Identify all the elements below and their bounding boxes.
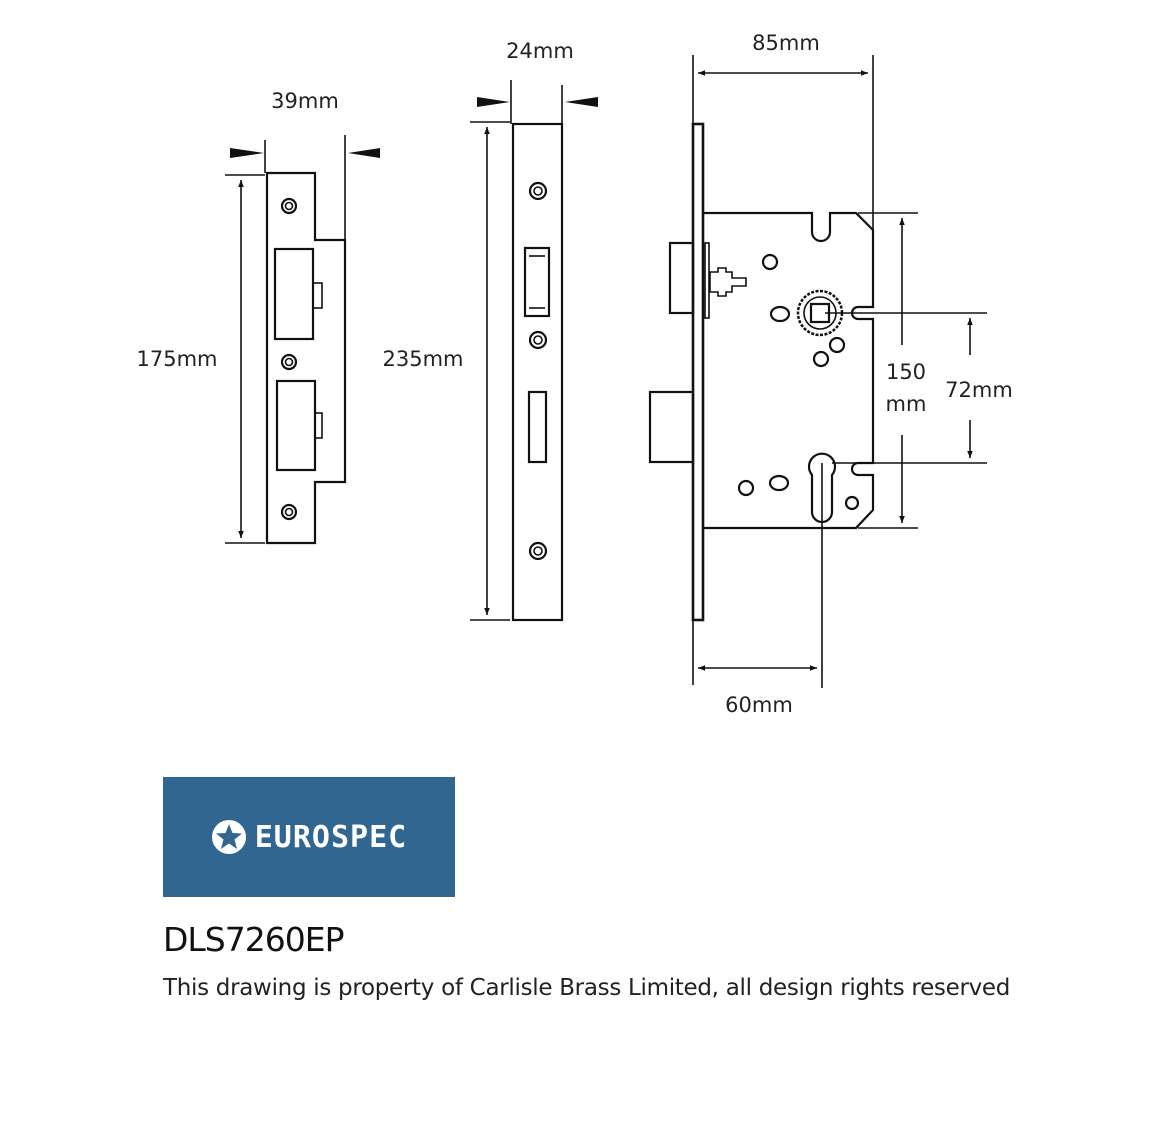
strike-dimensions	[225, 135, 380, 544]
logo-text: EUROSPEC	[254, 819, 408, 855]
product-code: DLS7260EP	[163, 920, 344, 959]
strike-plate	[265, 171, 347, 545]
backset-label: 60mm	[725, 693, 793, 717]
copyright-disclaimer: This drawing is property of Carlisle Bra…	[163, 975, 1011, 1001]
case-width-label: 85mm	[752, 31, 820, 55]
strike-height-label: 175mm	[137, 347, 218, 371]
lock-technical-drawing: 39mm 175mm 24mm 235mm	[137, 31, 1013, 717]
centres-label: 72mm	[945, 378, 1013, 402]
lock-dimensions	[692, 55, 987, 688]
lock-case	[648, 122, 875, 622]
forend-height-label: 235mm	[383, 347, 464, 371]
case-height-unit: mm	[886, 392, 927, 416]
forend-width-label: 24mm	[506, 39, 574, 63]
forend-dimensions	[470, 80, 598, 621]
forend-plate	[511, 122, 564, 622]
star-globe-icon	[211, 820, 246, 854]
strike-width-label: 39mm	[271, 89, 339, 113]
case-height-value: 150	[886, 360, 926, 384]
eurospec-logo: EUROSPEC	[163, 777, 455, 897]
